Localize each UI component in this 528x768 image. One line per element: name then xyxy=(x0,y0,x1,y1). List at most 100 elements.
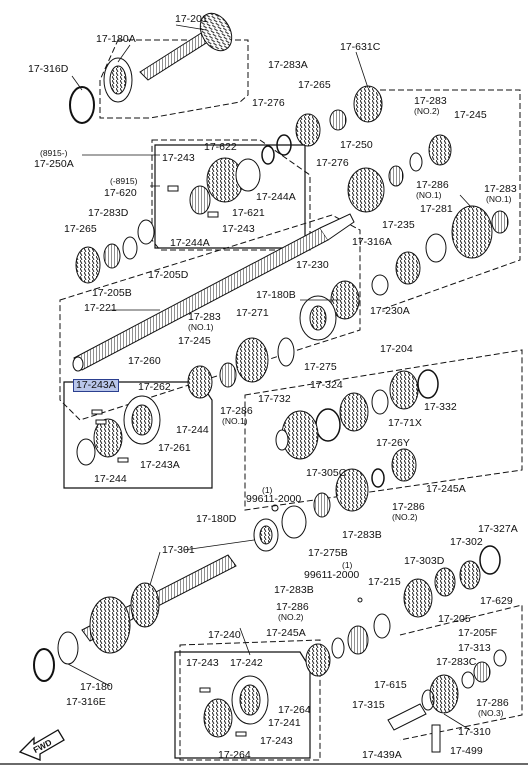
label-17-283C: 17-283C xyxy=(436,656,477,668)
label-17-244A-r: 17-244A xyxy=(256,191,296,203)
label-17-439A: 17-439A xyxy=(362,749,402,761)
label-17-205F: 17-205F xyxy=(458,627,498,639)
label-8915-b: (-8915) xyxy=(110,176,138,186)
label-17-261: 17-261 xyxy=(158,442,191,454)
label-17-283-no1-m: 17-283 xyxy=(188,311,221,323)
label-17-180B: 17-180B xyxy=(256,289,296,301)
label-17-205: 17-205 xyxy=(438,613,471,625)
label-17-302: 17-302 xyxy=(450,536,483,548)
label-17-283-no2-a: 17-283 xyxy=(414,95,447,107)
label-17-245-top: 17-245 xyxy=(454,109,487,121)
label-17-265-top: 17-265 xyxy=(298,79,331,91)
label-no3: (NO.3) xyxy=(478,708,504,718)
label-17-310: 17-310 xyxy=(458,726,491,738)
label-17-230: 17-230 xyxy=(296,259,329,271)
label-17-283B-m: 17-283B xyxy=(342,529,382,541)
label-17-281: 17-281 xyxy=(420,203,453,215)
label-17-71X: 17-71X xyxy=(388,417,422,429)
label-17-180: 17-180 xyxy=(80,681,113,693)
label-17-316A: 17-316A xyxy=(352,236,392,248)
label-17-221: 17-221 xyxy=(84,302,117,314)
label-17-244A-l: 17-244A xyxy=(170,237,210,249)
label-1-b: (1) xyxy=(342,560,353,570)
label-17-243-bot2: 17-243 xyxy=(260,735,293,747)
label-no1-b: (NO.1) xyxy=(486,194,512,204)
label-17-215: 17-215 xyxy=(368,576,401,588)
label-17-275: 17-275 xyxy=(304,361,337,373)
label-17-499: 17-499 xyxy=(450,745,483,757)
label-17-615: 17-615 xyxy=(374,679,407,691)
label-no1-d: (NO.1) xyxy=(222,416,248,426)
label-17-264-b: 17-264 xyxy=(218,749,251,761)
label-no1-a: (NO.1) xyxy=(416,190,442,200)
label-17-243-top: 17-243 xyxy=(162,152,195,164)
label-17-244-r: 17-244 xyxy=(176,424,209,436)
label-17-245-mid: 17-245 xyxy=(178,335,211,347)
label-17-265-left: 17-265 xyxy=(64,223,97,235)
label-17-243A-b: 17-243A xyxy=(140,459,180,471)
label-17-26Y: 17-26Y xyxy=(376,437,410,449)
label-17-250: 17-250 xyxy=(340,139,373,151)
label-17-316E: 17-316E xyxy=(66,696,106,708)
label-no2-c: (NO.2) xyxy=(278,612,304,622)
label-17-205B: 17-205B xyxy=(92,287,132,299)
label-99611-a: 99611-2000 xyxy=(246,493,302,505)
label-1-a: (1) xyxy=(262,485,273,495)
label-17-622: 17-622 xyxy=(204,141,237,153)
label-17-283D: 17-283D xyxy=(88,207,129,219)
label-17-286-no2-m: 17-286 xyxy=(392,501,425,513)
label-17-315: 17-315 xyxy=(352,699,385,711)
label-17-305C: 17-305C xyxy=(306,467,347,479)
label-99611-b: 99611-2000 xyxy=(304,569,360,581)
label-17-283B-b: 17-283B xyxy=(274,584,314,596)
label-17-230A: 17-230A xyxy=(370,305,410,317)
label-17-240: 17-240 xyxy=(208,629,241,641)
label-17-275B: 17-275B xyxy=(308,547,348,559)
label-17-260: 17-260 xyxy=(128,355,161,367)
label-17-250A: 17-250A xyxy=(34,158,74,170)
label-17-324: 17-324 xyxy=(310,379,343,391)
label-17-264-r: 17-264 xyxy=(278,704,311,716)
label-17-245A: 17-245A xyxy=(426,483,466,495)
label-17-180D: 17-180D xyxy=(196,513,237,525)
label-8915-a: (8915-) xyxy=(40,148,68,158)
label-17-244-b: 17-244 xyxy=(94,473,127,485)
label-no2-b: (NO.2) xyxy=(392,512,418,522)
label-17-201: 17-201 xyxy=(175,13,208,25)
label-17-241: 17-241 xyxy=(268,717,301,729)
label-17-313: 17-313 xyxy=(458,642,491,654)
label-17-235: 17-235 xyxy=(382,219,415,231)
label-no1-c: (NO.1) xyxy=(188,322,214,332)
label-17-332: 17-332 xyxy=(424,401,457,413)
label-17-303D: 17-303D xyxy=(404,555,445,567)
label-17-327A: 17-327A xyxy=(478,523,518,535)
label-17-286-no1: 17-286 xyxy=(416,179,449,191)
label-17-283A: 17-283A xyxy=(268,59,308,71)
label-17-286-no2-b: 17-286 xyxy=(276,601,309,613)
label-17-271: 17-271 xyxy=(236,307,269,319)
label-17-242: 17-242 xyxy=(230,657,263,669)
label-17-276-a: 17-276 xyxy=(252,97,285,109)
label-17-276-b: 17-276 xyxy=(316,157,349,169)
label-17-283-no1-r: 17-283 xyxy=(484,183,517,195)
label-17-243A-highlighted: 17-243A xyxy=(73,379,119,392)
label-17-316D: 17-316D xyxy=(28,63,69,75)
label-no2-a: (NO.2) xyxy=(414,106,440,116)
label-17-204: 17-204 xyxy=(380,343,413,355)
label-17-621: 17-621 xyxy=(232,207,265,219)
label-17-262: 17-262 xyxy=(138,381,171,393)
label-17-620: 17-620 xyxy=(104,187,137,199)
label-17-180A: 17-180A xyxy=(96,33,136,45)
label-17-205D: 17-205D xyxy=(148,269,189,281)
label-17-243-bot: 17-243 xyxy=(186,657,219,669)
label-17-629: 17-629 xyxy=(480,595,513,607)
label-17-243-b: 17-243 xyxy=(222,223,255,235)
label-17-286-no1-m: 17-286 xyxy=(220,405,253,417)
label-17-631C: 17-631C xyxy=(340,41,381,53)
label-17-286-no3: 17-286 xyxy=(476,697,509,709)
label-17-245A-b: 17-245A xyxy=(266,627,306,639)
label-17-732: 17-732 xyxy=(258,393,291,405)
label-17-301: 17-301 xyxy=(162,544,195,556)
